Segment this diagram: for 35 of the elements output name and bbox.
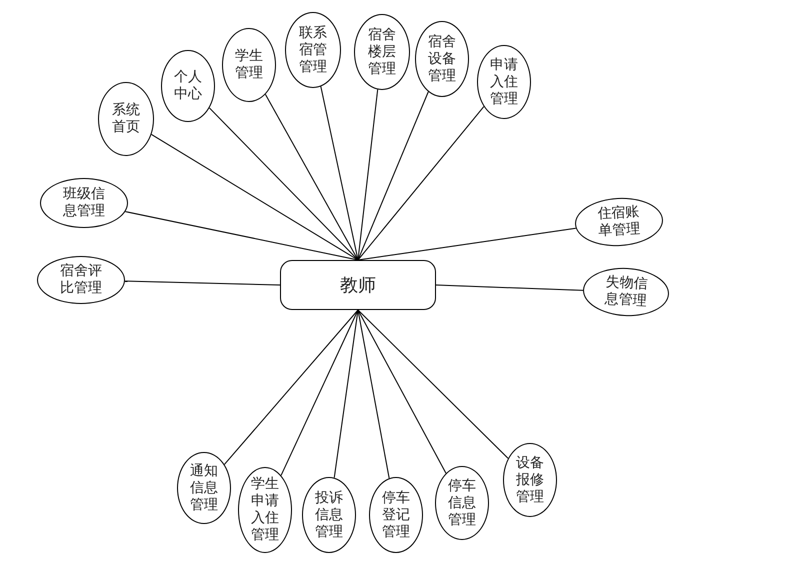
function-ellipse: 通知信息管理 [177,452,231,524]
function-ellipse: 个人中心 [161,50,215,122]
function-ellipse: 学生申请入住管理 [238,467,292,553]
connector-line [436,284,584,291]
connector-line [358,106,484,260]
function-ellipse: 住宿账单管理 [574,196,664,248]
connector-line [334,310,358,478]
connector-line [358,89,378,260]
function-ellipse: 学生管理 [222,28,276,102]
connector-line [358,310,390,479]
connector-line [280,310,358,476]
function-ellipse: 宿舍楼层管理 [354,14,410,90]
function-ellipse: 失物信息管理 [582,266,670,318]
function-ellipse: 联系宿管管理 [285,12,341,88]
function-ellipse: 申请入住管理 [477,45,531,119]
connector-line [124,211,358,260]
connector-line [264,94,358,260]
connector-line [358,91,429,260]
connector-line [124,280,280,286]
connector-line [208,107,358,260]
actor-box: 教师 [280,260,436,310]
function-ellipse: 宿舍评比管理 [37,256,125,304]
function-ellipse: 投诉信息管理 [302,477,356,553]
function-ellipse: 宿舍设备管理 [415,21,469,97]
function-ellipse: 停车信息管理 [435,466,489,540]
function-ellipse: 系统首页 [98,82,154,156]
function-ellipse: 停车登记管理 [369,477,423,553]
function-ellipse: 班级信息管理 [40,178,128,228]
connector-line [150,134,358,260]
connector-line [358,228,576,260]
connector-line [320,86,358,260]
connector-line [358,310,509,459]
connector-line [358,310,446,474]
connector-line [224,310,358,465]
function-ellipse: 设备报修管理 [503,443,557,517]
